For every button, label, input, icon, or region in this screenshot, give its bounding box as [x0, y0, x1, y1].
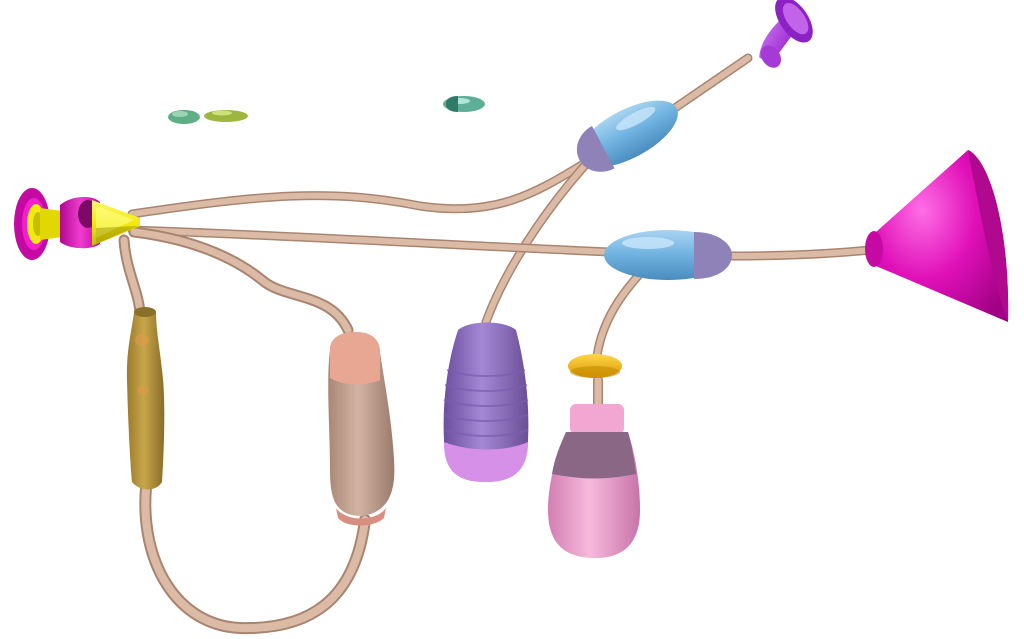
pink-bottle [548, 404, 640, 558]
yellow-funnel [92, 200, 140, 246]
magenta-cone-right [865, 150, 1008, 322]
tube-funnel-to-salmon-bulb [134, 232, 348, 330]
magenta-cup-left [14, 188, 100, 260]
tube-bottom-loop [145, 488, 365, 628]
purple-bulb [444, 323, 529, 483]
olive-bulb [127, 307, 164, 490]
blue-capsule-upper [568, 87, 688, 181]
orange-ring [568, 354, 622, 378]
salmon-bulb [328, 332, 394, 526]
teal-particle [443, 96, 485, 112]
green-particles [168, 110, 248, 124]
blue-capsule-lower [604, 230, 732, 280]
